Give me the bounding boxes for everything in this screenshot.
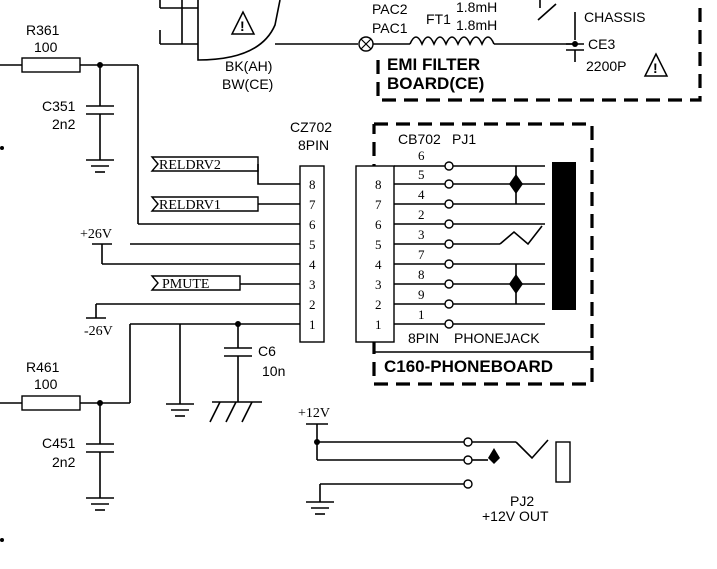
cb702-body <box>355 165 395 343</box>
cz702-pin: 2 <box>309 297 316 312</box>
cb702-pins-label: 8PIN <box>408 330 439 346</box>
c351-value: 2n2 <box>52 116 76 132</box>
bk-label: BK(AH) <box>225 58 272 74</box>
pj2-out-label: +12V OUT <box>482 508 549 524</box>
pmute-flag <box>150 275 241 291</box>
cz702-pin: 3 <box>309 277 316 292</box>
cz702-pins-label: 8PIN <box>298 137 329 153</box>
cz702-pin: 8 <box>309 177 316 192</box>
c6-section: C6 10n <box>166 321 285 423</box>
pj1-label: PJ1 <box>452 131 476 147</box>
r461-label: R461 <box>26 359 60 375</box>
cb702-pin: 3 <box>375 277 382 292</box>
reldrv1-flag <box>150 196 259 212</box>
reldrv2-label: RELDRV2 <box>159 158 221 173</box>
c451-label: C451 <box>42 435 76 451</box>
phonejack-wires <box>394 161 576 329</box>
emi-filter-section: PAC2 PAC1 FT1 1.8mH 1.8mH CHASSIS CE3 22… <box>358 0 702 102</box>
phonejack-pin-numbers: 6 5 4 2 3 7 8 9 1 <box>418 148 425 322</box>
reldrv2-flag <box>150 156 259 172</box>
ind2-label: 1.8mH <box>456 17 497 33</box>
emi-title-1: EMI FILTER <box>387 55 480 74</box>
inductor-ft1 <box>409 36 495 47</box>
phoneboard-section: CB702 PJ1 8 7 6 5 4 3 2 1 <box>355 122 594 386</box>
c6-value: 10n <box>262 363 285 379</box>
cz702-name: CZ702 <box>290 119 332 135</box>
supply-26v-section: +26V PMUTE -26V <box>80 227 300 339</box>
cz702-pin-numbers: 8 7 6 5 4 3 2 1 <box>309 177 316 332</box>
cb702-pin: 1 <box>375 317 382 332</box>
ce3-label: CE3 <box>588 36 615 52</box>
jack-body <box>552 162 576 310</box>
cb702-name: CB702 <box>398 131 441 147</box>
c451-value: 2n2 <box>52 454 76 470</box>
emi-title-2: BOARD(CE) <box>387 74 484 93</box>
plus12v-label: +12V <box>298 406 330 421</box>
phonejack-label: PHONEJACK <box>454 330 540 346</box>
jack-pin: 5 <box>418 167 425 182</box>
warning-mark-emi: ! <box>653 60 658 76</box>
jack-switch <box>499 225 543 246</box>
jack-pin: 1 <box>418 307 425 322</box>
cb702-pin: 4 <box>375 257 382 272</box>
cb702-pin: 2 <box>375 297 382 312</box>
jack-pin: 7 <box>418 247 425 262</box>
pac2-label: PAC2 <box>372 1 408 17</box>
pj2-contact <box>515 439 549 460</box>
phoneboard-title: C160-PHONEBOARD <box>384 357 553 376</box>
minus26v-label: -26V <box>84 324 113 339</box>
cb702-pin: 5 <box>375 237 382 252</box>
jack-pin: 9 <box>418 287 425 302</box>
r361-c351-section: R361 100 C351 2n2 <box>0 22 300 225</box>
jack-pin: 4 <box>418 187 425 202</box>
jack-pin: 6 <box>418 148 425 163</box>
pj2-label: PJ2 <box>510 493 534 509</box>
ce3-value: 2200P <box>586 58 626 74</box>
jack-pin: 3 <box>418 227 425 242</box>
cz702-body <box>299 165 325 343</box>
pac1-label: PAC1 <box>372 20 408 36</box>
reldrv1-label: RELDRV1 <box>159 198 221 213</box>
pmute-label: PMUTE <box>162 277 209 292</box>
warning-icon <box>230 10 256 35</box>
r361-value: 100 <box>34 39 58 55</box>
ft1-label: FT1 <box>426 11 451 27</box>
c351-label: C351 <box>42 98 76 114</box>
chassis-label: CHASSIS <box>584 9 645 25</box>
jack-pin: 8 <box>418 267 425 282</box>
cb702-pin: 7 <box>375 197 382 212</box>
relay-drive-section: RELDRV2 RELDRV1 <box>150 156 300 213</box>
power-plug-section: ! BK(AH) BW(CE) <box>159 0 358 92</box>
warning-icon-emi <box>643 52 669 77</box>
cb702-pin-numbers: 8 7 6 5 4 3 2 1 <box>375 177 382 332</box>
cz702-connector: CZ702 8PIN 8 7 6 5 4 3 2 1 <box>290 119 332 343</box>
resistor-r361 <box>21 57 81 73</box>
pj2-section: +12V PJ2 +12V OUT <box>298 406 571 524</box>
plus26v-label: +26V <box>80 227 112 242</box>
pj2-jack-body <box>555 441 571 483</box>
r461-value: 100 <box>34 376 58 392</box>
cz702-pin: 5 <box>309 237 316 252</box>
cz702-pin: 1 <box>309 317 316 332</box>
emi-dashed-border <box>376 0 702 102</box>
cz702-pin: 4 <box>309 257 316 272</box>
cz702-pin: 7 <box>309 197 316 212</box>
cb702-pin: 8 <box>375 177 382 192</box>
resistor-r461 <box>21 395 81 411</box>
jack-pin: 2 <box>418 207 425 222</box>
cz702-pin: 6 <box>309 217 316 232</box>
ind1-label: 1.8mH <box>456 0 497 15</box>
bw-label: BW(CE) <box>222 76 273 92</box>
r461-c451-section: R461 100 C451 2n2 <box>0 323 300 542</box>
cb702-pin: 6 <box>375 217 382 232</box>
c6-label: C6 <box>258 343 276 359</box>
r361-label: R361 <box>26 22 60 38</box>
warning-mark: ! <box>240 18 245 34</box>
